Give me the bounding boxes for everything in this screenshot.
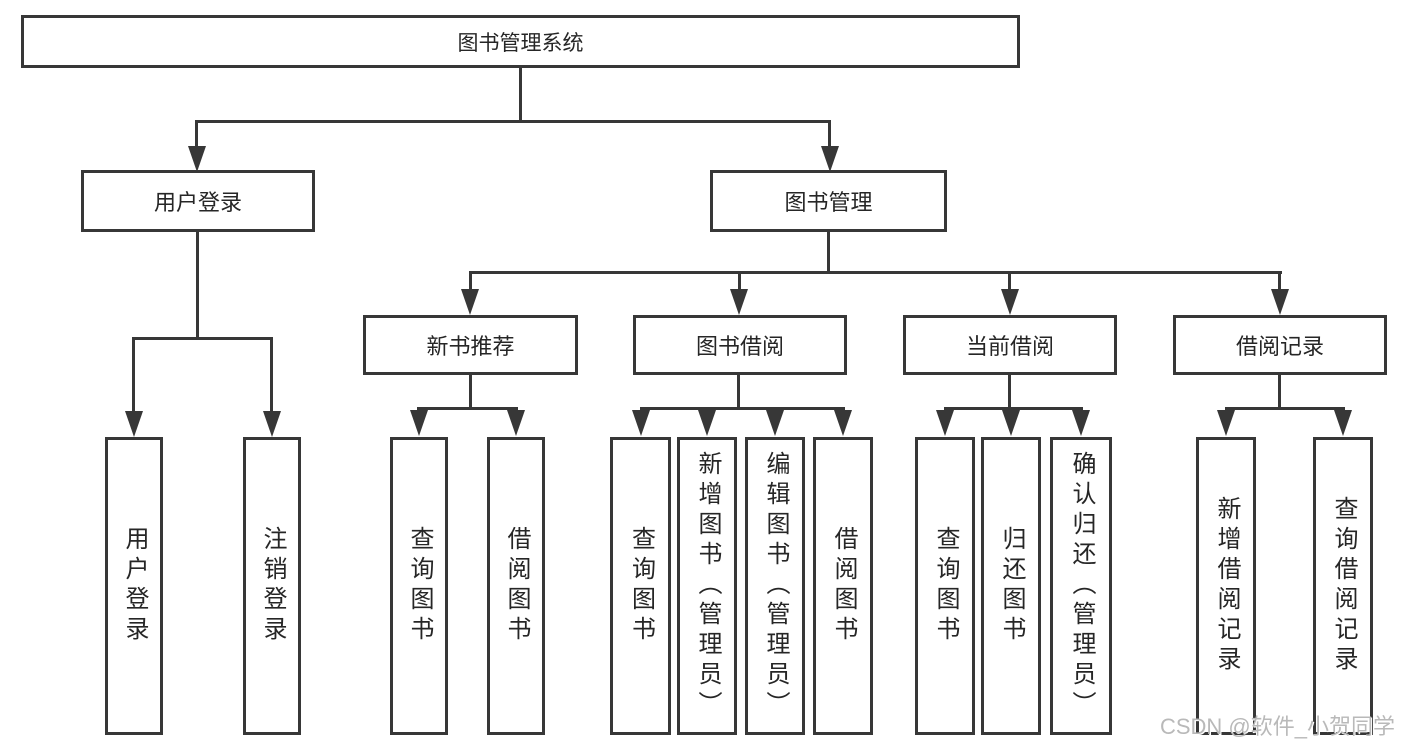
leaf-cb-return-books: 归还图书 <box>981 437 1041 735</box>
leaf-cb-confirm-return: 确认归还（管理员） <box>1050 437 1112 735</box>
current-borrow-label: 当前借阅 <box>965 334 1054 359</box>
leaf-bb-add-books: 新增图书（管理员） <box>677 437 737 735</box>
edge-drop-user-login <box>195 120 198 150</box>
arrow-current-borrow-icon <box>1001 289 1019 315</box>
arrow-cb-query-icon <box>936 410 954 436</box>
arrow-new-book-icon <box>461 289 479 315</box>
edge-drop-book-management <box>828 120 831 150</box>
edge-book-management-stem <box>827 232 830 273</box>
leaf-bb-edit-books-label: 编辑图书（管理员） <box>762 451 789 721</box>
leaf-logout-label: 注销登录 <box>259 526 286 646</box>
leaf-br-query-record: 查询借阅记录 <box>1313 437 1373 735</box>
leaf-nb-query-books: 查询图书 <box>390 437 448 735</box>
arrow-cb-return-icon <box>1002 410 1020 436</box>
edge-new-book-bar <box>417 407 518 410</box>
node-borrow-record: 借阅记录 <box>1173 315 1387 375</box>
node-root-title: 图书管理系统 <box>21 15 1020 68</box>
edge-new-book-stem <box>469 375 472 409</box>
arrow-user-login-icon <box>188 146 206 172</box>
node-current-borrow: 当前借阅 <box>903 315 1117 375</box>
arrow-nb-query-icon <box>410 410 428 436</box>
edge-level2-bar <box>195 120 831 123</box>
edge-user-login-bar <box>132 337 273 340</box>
csdn-watermark: CSDN @软件_小贺同学 <box>1159 714 1395 739</box>
arrow-br-add-icon <box>1217 410 1235 436</box>
book-borrow-label: 图书借阅 <box>695 334 784 359</box>
arrow-bb-edit-icon <box>766 410 784 436</box>
edge-borrow-record-stem <box>1278 375 1281 409</box>
leaf-bb-query-books: 查询图书 <box>610 437 671 735</box>
arrow-logout-leaf-icon <box>263 411 281 437</box>
leaf-cb-confirm-return-label: 确认归还（管理员） <box>1068 451 1095 721</box>
leaf-br-add-record-label: 新增借阅记录 <box>1213 496 1240 676</box>
leaf-cb-query-books-label: 查询图书 <box>932 526 959 646</box>
arrow-borrow-record-icon <box>1271 289 1289 315</box>
node-book-management: 图书管理 <box>710 170 947 232</box>
edge-drop-new-book <box>469 271 472 293</box>
leaf-br-query-record-label: 查询借阅记录 <box>1330 496 1357 676</box>
borrow-record-label: 借阅记录 <box>1235 334 1324 359</box>
arrow-book-borrow-icon <box>730 289 748 315</box>
edge-drop-logout-leaf <box>270 337 273 413</box>
arrow-bb-add-icon <box>698 410 716 436</box>
edge-drop-borrow-record <box>1278 271 1281 293</box>
edge-borrow-record-bar <box>1225 407 1345 410</box>
node-user-login: 用户登录 <box>81 170 315 232</box>
leaf-bb-borrow-books-label: 借阅图书 <box>830 526 857 646</box>
leaf-bb-query-books-label: 查询图书 <box>627 526 655 646</box>
node-book-borrow: 图书借阅 <box>633 315 847 375</box>
edge-level3-bar <box>469 271 1282 274</box>
arrow-book-management-icon <box>821 146 839 172</box>
arrow-bb-borrow-icon <box>834 410 852 436</box>
leaf-bb-add-books-label: 新增图书（管理员） <box>694 451 721 721</box>
leaf-user-login: 用户登录 <box>105 437 163 735</box>
leaf-cb-query-books: 查询图书 <box>915 437 975 735</box>
edge-current-borrow-bar <box>944 407 1083 410</box>
edge-book-borrow-stem <box>737 375 740 409</box>
arrow-br-query-icon <box>1334 410 1352 436</box>
edge-user-login-stem <box>196 232 199 339</box>
leaf-logout: 注销登录 <box>243 437 301 735</box>
edge-current-borrow-stem <box>1008 375 1011 409</box>
arrow-login-leaf-icon <box>125 411 143 437</box>
leaf-cb-return-books-label: 归还图书 <box>998 526 1025 646</box>
leaf-bb-borrow-books: 借阅图书 <box>813 437 873 735</box>
book-management-label: 图书管理 <box>784 190 873 215</box>
arrow-cb-confirm-icon <box>1072 410 1090 436</box>
leaf-nb-query-books-label: 查询图书 <box>406 526 433 646</box>
edge-drop-login-leaf <box>132 337 135 413</box>
edge-drop-current-borrow <box>1008 271 1011 293</box>
root-title-label: 图书管理系统 <box>457 31 584 55</box>
edge-root-stem <box>519 68 522 122</box>
arrow-nb-borrow-icon <box>507 410 525 436</box>
edge-book-borrow-bar <box>640 407 845 410</box>
leaf-user-login-label: 用户登录 <box>121 526 148 646</box>
edge-drop-book-borrow <box>738 271 741 293</box>
leaf-br-add-record: 新增借阅记录 <box>1196 437 1256 735</box>
arrow-bb-query-icon <box>632 410 650 436</box>
new-book-recommend-label: 新书推荐 <box>426 334 515 359</box>
node-new-book-recommend: 新书推荐 <box>363 315 578 375</box>
leaf-nb-borrow-books: 借阅图书 <box>487 437 545 735</box>
user-login-label: 用户登录 <box>153 190 242 215</box>
leaf-nb-borrow-books-label: 借阅图书 <box>503 526 530 646</box>
leaf-bb-edit-books: 编辑图书（管理员） <box>745 437 805 735</box>
